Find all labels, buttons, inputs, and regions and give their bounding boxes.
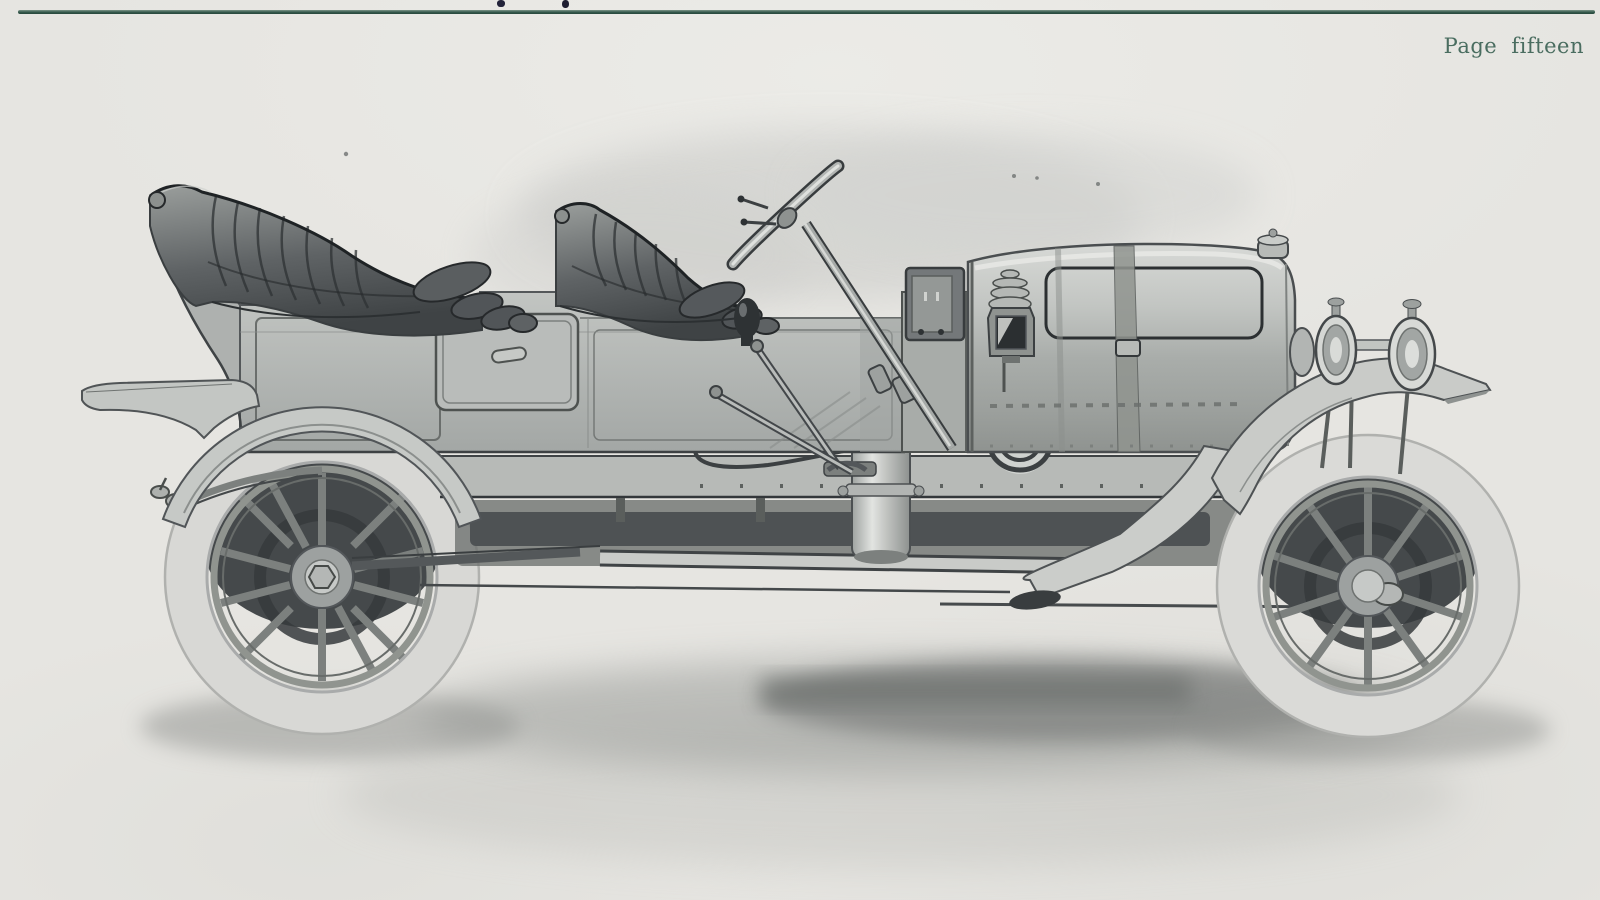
- front-seat: [554, 202, 780, 342]
- coil-box: [904, 266, 966, 342]
- header-rule: [18, 10, 1595, 14]
- chassis-frame: [351, 455, 1333, 609]
- bulb-horn: [734, 298, 760, 346]
- headlamp-front: [1387, 299, 1437, 392]
- strap-buckle: [1115, 339, 1141, 357]
- rear-seat: [148, 184, 538, 337]
- door-handle: [491, 346, 527, 364]
- cropped-text-remnant: [562, 0, 569, 8]
- rear-fender-tail: [81, 378, 261, 440]
- rear-wheel-spokes: [219, 473, 425, 681]
- cropped-text-remnant: [497, 0, 505, 7]
- filler-cap: [1257, 228, 1289, 259]
- splash-apron: [1009, 444, 1242, 610]
- steering-wheel: [726, 159, 845, 271]
- page-number-label: Page fifteen: [1443, 34, 1584, 58]
- side-oil-lamp: [986, 269, 1035, 392]
- rear-fender: [161, 406, 483, 529]
- control-levers: [709, 339, 917, 477]
- front-wheel-spokes: [1270, 486, 1466, 686]
- headlamp-pair: [1289, 297, 1437, 392]
- rear-seat-pleats: [211, 195, 370, 309]
- front-fender: [1210, 357, 1492, 516]
- hood: [966, 228, 1297, 454]
- steering-column: [801, 220, 957, 452]
- rear-seat-armrest: [412, 261, 538, 333]
- headlamp-rear: [1314, 297, 1358, 386]
- front-wheel: [1215, 433, 1521, 739]
- hood-side-panel: [1044, 266, 1264, 340]
- paper-flecks: [343, 151, 1100, 186]
